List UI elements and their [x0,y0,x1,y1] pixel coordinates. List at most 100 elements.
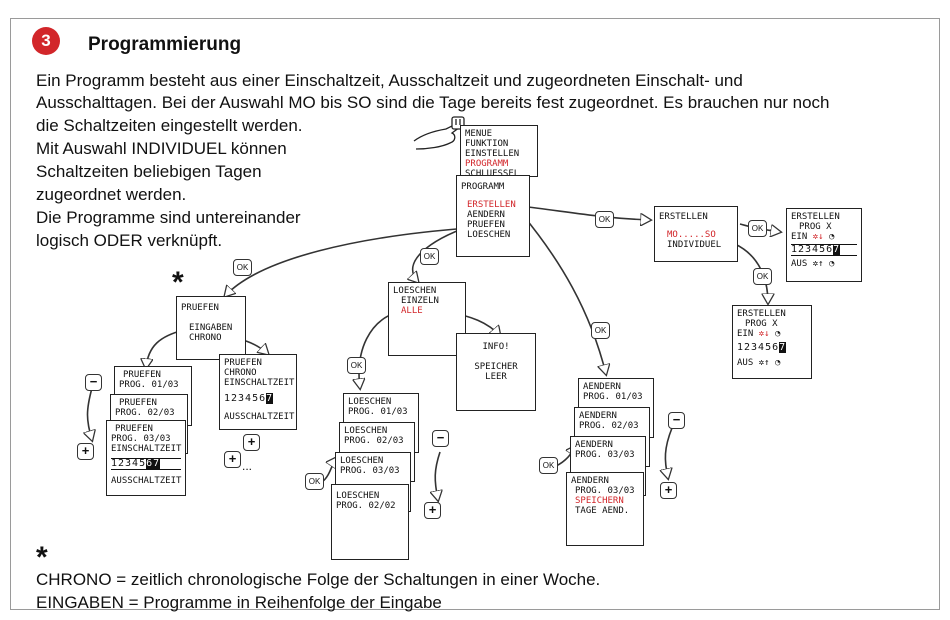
footnote-line: EINGABEN = Programme in Reihenfolge der … [36,593,442,612]
screen-line: PROG X [799,222,832,232]
screen-line: FUNKTION [465,139,509,149]
screen-info: INFO! SPEICHER LEER [456,333,536,411]
screen-line: AENDERN [571,476,609,486]
minus-button[interactable]: − [432,430,449,447]
weekday-digits: 123456 [737,342,780,353]
weekday-digits: 12345 [111,458,147,469]
screen-line: EINSTELLEN [465,149,520,159]
intro-text-line: Schaltzeiten beliebigen Tagen [36,162,262,181]
footnote-star: * [36,541,48,574]
screen-line: INFO! [482,342,510,352]
screen-line: SCHLUESSEL [465,169,520,177]
clock-icon: ◔ [828,232,835,242]
screen-line: PROG. 01/03 [119,380,179,390]
screen-line: PROG. 01/03 [583,392,643,402]
ok-button[interactable]: OK [591,322,610,339]
weekday-digits: 123456 [791,244,834,255]
screen-line: PROG. 03/03 [575,450,635,460]
plus-button[interactable]: + [424,502,441,519]
screen-line: EINZELN [401,296,439,306]
screen-line: PRUEFEN [224,358,262,368]
intro-text-line: Ausschalttagen. Bei der Auswahl MO bis S… [36,93,830,112]
clock-icon: ◔ [774,329,781,339]
page-title: Programmierung [88,34,242,55]
screen-pruefen: PRUEFEN EINGABEN CHRONO [176,296,246,360]
plus-button[interactable]: + [660,482,677,499]
footnote-star-marker: * [172,266,184,299]
ok-button[interactable]: OK [595,211,614,228]
screen-line: MO.....SO [667,230,716,240]
screen-line: TAGE AEND. [575,506,630,516]
screen-menue: MENUE FUNKTION EINSTELLEN PROGRAMM SCHLU… [460,125,538,177]
screen-line: ERSTELLEN [791,212,840,222]
screen-line: PROGRAMM [461,182,505,192]
content-frame [10,18,940,610]
ok-button[interactable]: OK [305,473,324,490]
screen-erstellen-select: ERSTELLEN MO.....SO INDIVIDUEL [654,206,738,262]
ok-button[interactable]: OK [347,357,366,374]
screen-line: AENDERN [467,210,505,220]
screen-line: PRUEFEN [123,370,161,380]
screen-line: PROG. 02/03 [344,436,404,446]
ok-button[interactable]: OK [748,220,767,237]
ok-button[interactable]: OK [233,259,252,276]
screen-line: LOESCHEN [467,230,511,240]
screen-loeschen-prog-4: LOESCHEN PROG. 02/02 [331,484,409,560]
screen-line: AUSSCHALTZEIT [224,412,295,422]
screen-line: LOESCHEN [344,426,388,436]
screen-line: ERSTELLEN [737,309,786,319]
screen-line: SPEICHERN [575,496,624,506]
plus-button[interactable]: + [243,434,260,451]
screen-line: ALLE [401,306,423,316]
screen-line: PRUEFEN [467,220,505,230]
screen-line: PROG. 02/02 [336,501,396,511]
plus-button[interactable]: + [77,443,94,460]
screen-line: SPEICHER [474,362,518,372]
intro-text-line: die Schaltzeiten eingestellt werden. [36,116,303,135]
screen-line: EINGABEN [189,323,233,333]
screen-loeschen: LOESCHEN EINZELN ALLE [388,282,466,356]
screen-line: AUS [791,259,808,269]
minus-button[interactable]: − [668,412,685,429]
screen-line: PRUEFEN [181,303,219,313]
screen-line: AUSSCHALTZEIT [111,476,182,486]
screen-line: EINSCHALTZEIT [111,444,182,454]
screen-line: PRUEFEN [115,424,153,434]
plus-button[interactable]: + [224,451,241,468]
sun-icon: ✲↓ [812,232,824,242]
intro-text-line: zugeordnet werden. [36,185,187,204]
weekday-digit-selected: 7 [833,244,841,255]
screen-aendern-prog-4: AENDERN PROG. 03/03 SPEICHERN TAGE AEND. [566,472,644,546]
screen-line: AUS [737,358,754,368]
clock-icon: ◔ [774,358,781,368]
screen-line: EIN [737,329,754,339]
ok-button[interactable]: OK [420,248,439,265]
minus-button[interactable]: − [85,374,102,391]
intro-text-line: Die Programme sind untereinander [36,208,301,227]
screen-line: MENUE [465,129,493,139]
screen-line: PROGRAMM [465,159,509,169]
screen-erstellen-ein: ERSTELLEN PROG X EIN ✲↓ ◔ 1234567 AUS ✲↑… [786,208,862,282]
screen-line: PROG. 03/03 [111,434,171,444]
screen-line: PROG. 03/03 [575,486,635,496]
screen-line: INDIVIDUEL [667,240,722,250]
screen-line: EINSCHALTZEIT [224,378,295,388]
ok-button[interactable]: OK [753,268,772,285]
step-number-badge: 3 [32,27,60,55]
sun-icon: ✲↑ [758,358,770,368]
intro-text-line: logisch ODER verknüpft. [36,231,223,250]
sun-icon: ✲↑ [812,259,824,269]
screen-line: LEER [485,372,507,382]
weekday-digit-selected: 7 [779,342,787,353]
screen-pruefen-chrono: PRUEFEN CHRONO EINSCHALTZEIT 1234567 AUS… [219,354,297,430]
screen-line: ERSTELLEN [467,200,516,210]
more-indicator: ... [242,459,253,473]
ok-button[interactable]: OK [539,457,558,474]
screen-line: ERSTELLEN [659,212,708,222]
screen-programm: PROGRAMM ERSTELLEN AENDERN PRUEFEN LOESC… [456,175,530,257]
screen-line: LOESCHEN [348,397,392,407]
weekday-digits: 123456 [224,393,267,404]
screen-line: LOESCHEN [336,491,380,501]
screen-line: AENDERN [583,382,621,392]
